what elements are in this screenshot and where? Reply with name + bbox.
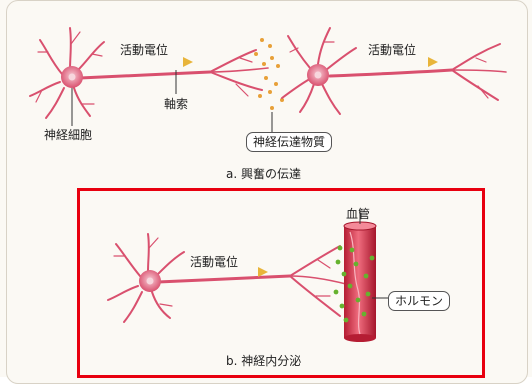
neurotransmitter-dots — [254, 38, 284, 110]
highlight-frame — [77, 188, 485, 378]
hormone-label: ホルモン — [388, 291, 450, 311]
action-potential-label-b: 活動電位 — [190, 256, 238, 268]
axon-label: 軸索 — [164, 98, 188, 110]
neurotransmitter-label: 神経伝達物質 — [246, 132, 332, 152]
neuron-label: 神経細胞 — [44, 129, 92, 141]
blood-vessel-label: 血管 — [346, 208, 370, 220]
panel-b-caption: b. 神経内分泌 — [226, 355, 301, 367]
panel-a-caption: a. 興奮の伝達 — [226, 168, 301, 180]
action-potential-label-2: 活動電位 — [368, 44, 416, 56]
action-potential-label-1: 活動電位 — [120, 44, 168, 56]
